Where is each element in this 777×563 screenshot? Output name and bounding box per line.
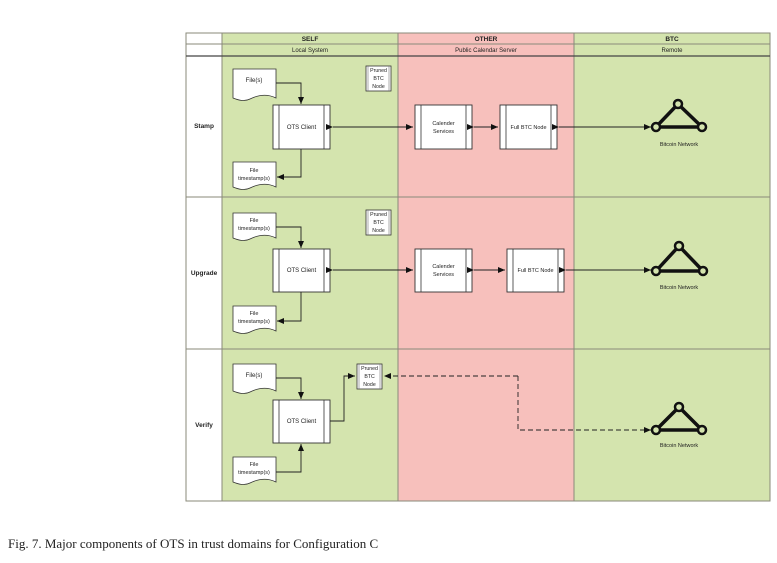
file-ts-label-2: timestamp(s) <box>238 470 270 476</box>
ots-client: OTS Client <box>272 399 331 444</box>
pruned-btc-node: Pruned BTC Node <box>365 209 392 236</box>
calendar-services: Calender Services <box>414 248 473 293</box>
ots-client-label: OTS Client <box>287 125 317 131</box>
files-label: File(s) <box>246 373 263 379</box>
file-timestamp-input-document: File timestamp(s) <box>232 212 277 241</box>
column-subheader-self: Local System <box>292 48 328 54</box>
pruned-btc-node: Pruned BTC Node <box>356 363 383 390</box>
row-label-stamp: Stamp <box>194 123 214 130</box>
bitcoin-network-label: Bitcoin Network <box>660 443 698 449</box>
file-ts-label-2: timestamp(s) <box>238 226 270 232</box>
calendar-label-2: Services <box>433 272 454 278</box>
calendar-label-2: Services <box>433 129 454 135</box>
full-btc-node-label: Full BTC Node <box>517 268 553 274</box>
calendar-label-1: Calender <box>432 264 454 270</box>
file-ts-label-2: timestamp(s) <box>238 176 270 182</box>
row-label-column-bg <box>186 33 222 501</box>
pruned-label-1: Pruned <box>370 212 387 218</box>
files-document: File(s) <box>232 68 277 101</box>
column-subheader-other: Public Calendar Server <box>455 48 517 54</box>
ots-client-label: OTS Client <box>287 268 317 274</box>
ots-client: OTS Client <box>272 248 331 293</box>
file-ts-label-1: File <box>250 311 259 317</box>
pruned-label-2: BTC <box>364 374 375 380</box>
bitcoin-network-icon: Bitcoin Network <box>650 98 708 148</box>
verify-row: File(s) OTS Client File timestamp(s) Pru… <box>232 363 708 485</box>
row-label-upgrade: Upgrade <box>191 270 218 277</box>
file-ts-label-2: timestamp(s) <box>238 319 270 325</box>
pruned-label-2: BTC <box>373 220 384 226</box>
bitcoin-network-icon: Bitcoin Network <box>650 401 708 449</box>
files-document: File(s) <box>232 363 277 394</box>
full-btc-node: Full BTC Node <box>506 248 565 293</box>
files-label: File(s) <box>246 78 263 84</box>
file-timestamp-document: File timestamp(s) <box>232 456 277 485</box>
pruned-label-3: Node <box>372 228 385 234</box>
column-subheader-btc: Remote <box>661 48 683 54</box>
upgrade-row: File timestamp(s) Pruned BTC Node OTS Cl… <box>232 209 709 334</box>
pruned-label-3: Node <box>363 382 376 388</box>
pruned-label-1: Pruned <box>361 366 378 372</box>
pruned-label-1: Pruned <box>370 68 387 74</box>
full-btc-node-label: Full BTC Node <box>510 125 546 131</box>
bitcoin-network-icon: Bitcoin Network <box>650 240 709 291</box>
calendar-label-1: Calender <box>432 121 454 127</box>
file-ts-label-1: File <box>250 168 259 174</box>
file-timestamp-document: File timestamp(s) <box>232 161 277 190</box>
stamp-row: File(s) Pruned BTC Node OTS Client File … <box>232 65 708 190</box>
pruned-label-3: Node <box>372 84 385 90</box>
ots-client-label: OTS Client <box>287 419 317 425</box>
row-label-verify: Verify <box>195 422 213 429</box>
column-header-btc: BTC <box>665 36 679 43</box>
column-header-other: OTHER <box>475 36 498 43</box>
column-header-self: SELF <box>302 36 319 43</box>
pruned-label-2: BTC <box>373 76 384 82</box>
ots-client: OTS Client <box>272 104 331 150</box>
full-btc-node: Full BTC Node <box>499 104 558 150</box>
bitcoin-network-label: Bitcoin Network <box>660 285 698 291</box>
bitcoin-network-label: Bitcoin Network <box>660 142 698 148</box>
file-timestamp-document: File timestamp(s) <box>232 305 277 334</box>
calendar-services: Calender Services <box>414 104 473 150</box>
figure-caption: Fig. 7. Major components of OTS in trust… <box>8 536 379 551</box>
file-ts-label-1: File <box>250 462 259 468</box>
file-ts-label-1: File <box>250 218 259 224</box>
pruned-btc-node: Pruned BTC Node <box>365 65 392 92</box>
